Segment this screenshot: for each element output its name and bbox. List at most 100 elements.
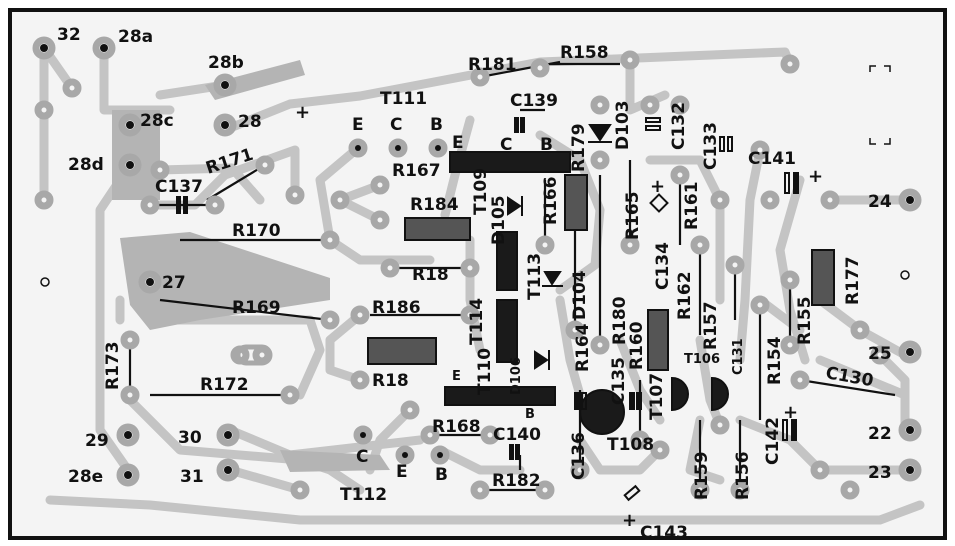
plus-sign-1: + xyxy=(295,102,310,123)
t106-body xyxy=(711,376,729,412)
t108-label: T108 xyxy=(607,435,654,455)
r158-label: R158 xyxy=(560,43,609,63)
r181-label: R181 xyxy=(468,55,517,75)
c132-label: C132 xyxy=(669,102,689,150)
t109-label: T109 xyxy=(471,168,491,215)
r179-body xyxy=(564,174,588,231)
ground-pour-27 xyxy=(120,232,330,330)
t107-label: T107 xyxy=(647,373,667,420)
r167-label: R167 xyxy=(392,161,441,181)
r184-label: R184 xyxy=(410,195,459,215)
r186-label: R186 xyxy=(372,298,421,318)
pour-30-31 xyxy=(280,450,390,472)
terminal-dots xyxy=(40,44,914,479)
c133-label: C133 xyxy=(701,122,721,170)
pin-c-label: C xyxy=(356,447,368,467)
plus-sign-5: + xyxy=(622,510,637,531)
terminal-24-label: 24 xyxy=(868,192,892,212)
d105-label: D105 xyxy=(489,195,509,245)
r182-label: R182 xyxy=(492,471,541,491)
t107-body xyxy=(671,376,689,412)
d104-label: D104 xyxy=(570,270,590,320)
c143-label: C143 xyxy=(640,523,688,543)
r166-label: R166 xyxy=(541,176,561,225)
terminal-29-label: 29 xyxy=(85,431,109,451)
r155-label: R155 xyxy=(795,296,815,345)
r179-label: R179 xyxy=(569,123,589,172)
plus-sign-4: + xyxy=(783,402,798,423)
t111-label: T111 xyxy=(380,89,427,109)
d103-label: D103 xyxy=(613,100,633,150)
terminal-28c-label: 28c xyxy=(140,111,174,131)
r18-label: R18 xyxy=(412,265,449,285)
r156-label: R156 xyxy=(733,451,753,500)
terminal-22-label: 22 xyxy=(868,424,892,444)
pin-e-label: E xyxy=(352,115,364,135)
r173-label: R173 xyxy=(103,341,123,390)
r162-label: R162 xyxy=(675,271,695,320)
terminal-28a-label: 28a xyxy=(118,27,153,47)
c134-label: C134 xyxy=(653,242,673,290)
r160-label: R160 xyxy=(627,321,647,370)
r18-label: R18 xyxy=(372,371,409,391)
r159-label: R159 xyxy=(692,451,712,500)
pin-e-label: E xyxy=(452,369,461,384)
pin-e-label: E xyxy=(396,462,408,482)
vertical-component-labels: D103 C132 C133 R179 T109 D105 R166 R165 … xyxy=(103,100,863,500)
c140-label: C140 xyxy=(493,425,541,445)
terminal-32-label: 32 xyxy=(57,25,81,45)
pin-b-label: B xyxy=(525,407,535,422)
t112-label: T112 xyxy=(340,485,387,505)
terminal-28-label: 28 xyxy=(238,112,262,132)
r169-label: R169 xyxy=(232,298,281,318)
pin-b-label: B xyxy=(540,135,553,155)
c135-label: C135 xyxy=(609,357,629,405)
t113-label: T113 xyxy=(525,253,545,300)
c142-label: C142 xyxy=(763,417,783,465)
terminal-25-label: 25 xyxy=(868,344,892,364)
terminal-23-label: 23 xyxy=(868,463,892,483)
r168-label: R168 xyxy=(432,417,481,437)
terminal-28d-label: 28d xyxy=(68,155,104,175)
terminal-28e-label: 28e xyxy=(68,467,103,487)
pin-b-label: B xyxy=(430,115,443,135)
r157-label: R157 xyxy=(701,301,721,350)
terminal-30-label: 30 xyxy=(178,428,202,448)
r154-label: R154 xyxy=(765,336,785,385)
pin-e-label: E xyxy=(452,133,464,153)
terminal-28b-label: 28b xyxy=(208,53,244,73)
d106-label: D106 xyxy=(509,357,524,395)
plus-sign-2: + xyxy=(650,176,665,197)
c131-label: C131 xyxy=(731,338,746,375)
r161-label: R161 xyxy=(682,181,702,230)
d105-body xyxy=(496,231,518,291)
t110-label: T110 xyxy=(475,348,495,395)
pin-b-label: B xyxy=(435,465,448,485)
c139-label: C139 xyxy=(510,91,558,111)
r172-label: R172 xyxy=(200,375,249,395)
pin-c-label: C xyxy=(500,135,512,155)
plus-sign-3: + xyxy=(808,166,823,187)
t106-label: T106 xyxy=(684,352,720,367)
r170-label: R170 xyxy=(232,221,281,241)
pads xyxy=(32,36,922,500)
terminal-31-label: 31 xyxy=(180,467,204,487)
small-symbols xyxy=(176,117,799,502)
component-bodies xyxy=(367,151,835,435)
c136-label: C136 xyxy=(569,432,589,480)
terminal-labels: 32 28a 28b 28c 28 28d 27 29 28e 30 31 24… xyxy=(57,25,892,487)
r164-label: R164 xyxy=(573,323,593,372)
pin-c-label: C xyxy=(390,115,402,135)
r184-body xyxy=(404,217,471,241)
r18-body xyxy=(367,337,437,365)
t114-body xyxy=(496,299,518,363)
r177-body xyxy=(811,249,835,306)
c141-label: C141 xyxy=(748,149,796,169)
r160-body xyxy=(647,309,669,371)
t110-body xyxy=(444,386,556,406)
pin-labels: E C B E C B E B C E B xyxy=(352,115,553,485)
r167-body xyxy=(449,151,571,173)
terminal-27-label: 27 xyxy=(162,273,186,293)
t114-label: T114 xyxy=(467,298,487,345)
